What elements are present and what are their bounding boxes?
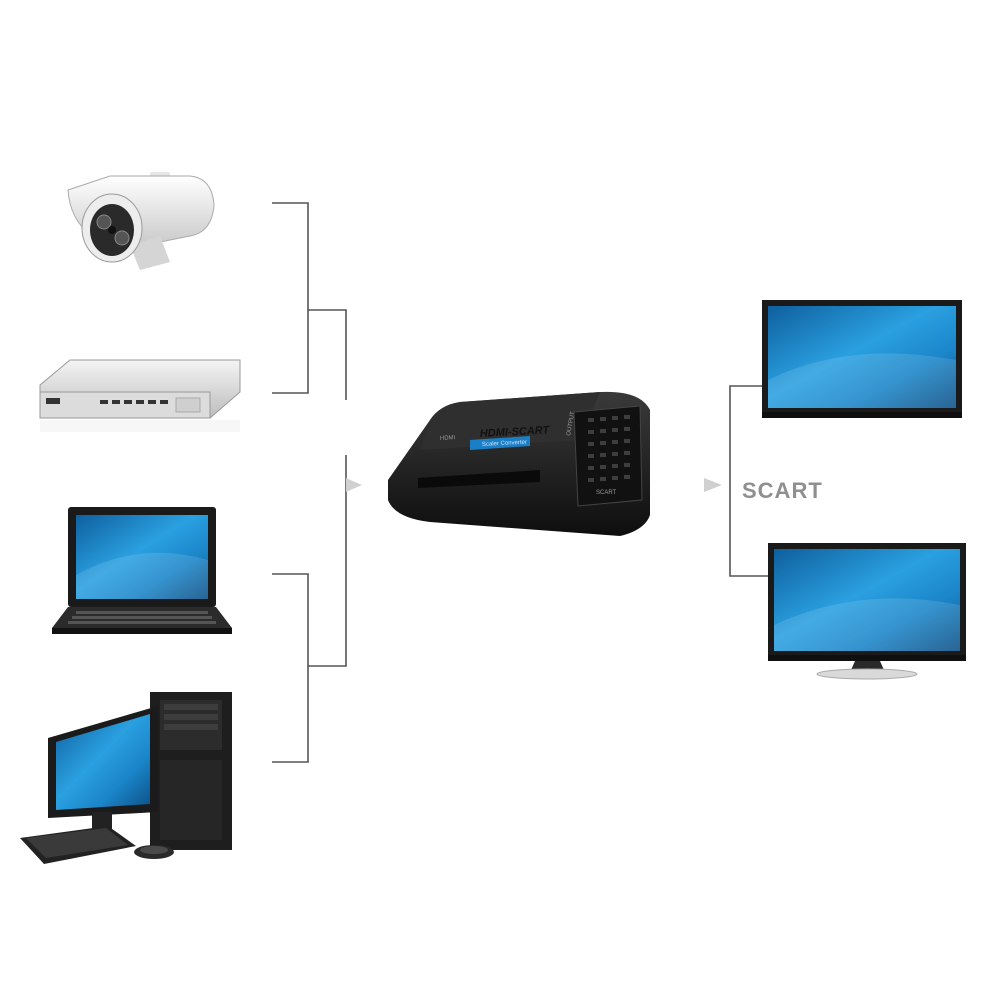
hdmi-scart-converter-icon: HDMI-SCART Scaler Converter HDMI OUTPUT …	[388, 391, 650, 536]
faint-arrows	[346, 478, 722, 492]
bracket-bottom-link	[308, 455, 347, 667]
output-arrow	[704, 478, 722, 492]
security-camera-icon	[67, 172, 215, 270]
converter-output-label: OUTPUT	[566, 411, 576, 437]
tv-with-stand-icon	[768, 543, 966, 680]
scart-output-label: SCART	[742, 478, 823, 503]
desktop-computer-icon	[20, 692, 232, 864]
tv-monitor-icon	[762, 300, 962, 418]
bracket-top	[272, 202, 309, 394]
bracket-top-link	[308, 309, 347, 400]
converter-input-label: HDMI	[440, 435, 456, 442]
converter-title: HDMI-SCART	[480, 424, 551, 440]
bracket-bottom	[272, 573, 309, 763]
converter-scart-label: SCART	[596, 490, 617, 496]
laptop-icon	[52, 507, 232, 634]
set-top-box-icon	[39, 359, 241, 432]
converter-subtitle: Scaler Converter	[482, 440, 527, 448]
input-arrow	[346, 478, 362, 492]
output-bracket	[729, 385, 770, 577]
connector-lines	[272, 202, 770, 763]
